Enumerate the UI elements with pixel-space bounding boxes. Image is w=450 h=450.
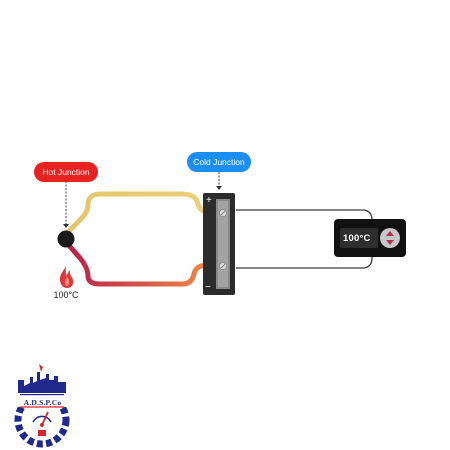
terminal-plus-label: + [206,195,212,206]
bottom-thermocouple-wire [63,239,221,287]
logo-text: A.D.S.P.Co [23,398,62,407]
factory-gear-logo-icon [14,364,70,448]
meter-display-reading: 100°C [343,233,371,244]
flame-icon [59,266,74,288]
temperature-meter [334,219,406,257]
hot-junction-label: Hot Junction [34,162,98,182]
hot-junction-node [57,230,75,248]
cold-junction-label: Cold Junction [187,152,251,172]
hot-junction-temperature: 100°C [53,290,79,300]
cold-junction-terminal-block: + − [203,193,235,295]
meter-lead-bottom [236,250,373,269]
up-down-arrow-icon[interactable] [380,228,400,248]
top-thermocouple-wire [63,191,221,237]
terminal-minus-label: − [205,282,211,293]
